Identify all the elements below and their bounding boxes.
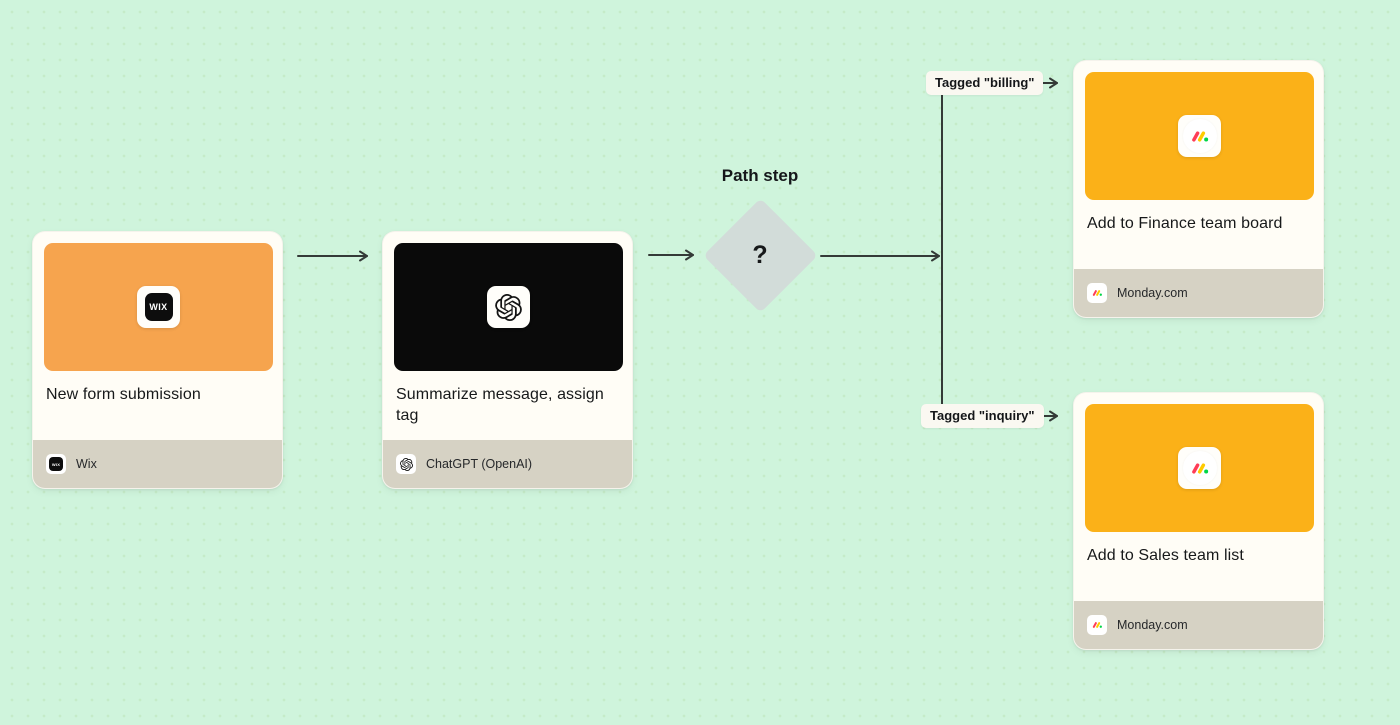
app-name: Monday.com [1117, 286, 1188, 300]
app-name: ChatGPT (OpenAI) [426, 457, 533, 471]
app-name: Monday.com [1117, 618, 1188, 632]
node-footer: ChatGPT (OpenAI) [383, 440, 632, 488]
monday-logo-icon [1178, 447, 1221, 489]
path-step-node[interactable]: ? [702, 197, 818, 313]
node-footer: WIX Wix [33, 440, 282, 488]
node-image-wix: WIX [44, 243, 273, 371]
node-image-monday-sales [1085, 404, 1314, 532]
openai-logo-icon-small [396, 454, 416, 474]
wix-logo-text: WIX [149, 302, 168, 312]
node-image-monday-finance [1085, 72, 1314, 200]
monday-logo-icon [1178, 115, 1221, 157]
monday-logo-icon-small [1087, 283, 1107, 303]
app-name: Wix [76, 457, 97, 471]
node-title: Summarize message, assign tag [396, 386, 604, 424]
node-title: Add to Sales team list [1087, 547, 1244, 564]
path-step-title: Path step [721, 166, 799, 185]
wix-logo-icon: WIX [137, 286, 180, 328]
node-image-chatgpt [394, 243, 623, 371]
path-step-question-mark: ? [752, 240, 768, 269]
branch-label-billing[interactable]: Tagged "billing" [926, 71, 1044, 95]
node-footer: Monday.com [1074, 601, 1323, 649]
monday-logo-icon-small [1087, 615, 1107, 635]
node-title: New form submission [46, 386, 201, 403]
branch-label-inquiry[interactable]: Tagged "inquiry" [921, 404, 1044, 428]
node-monday-finance[interactable]: Add to Finance team board Monday.com [1073, 60, 1324, 318]
node-monday-sales[interactable]: Add to Sales team list Monday.com [1073, 392, 1324, 650]
node-chatgpt-action[interactable]: Summarize message, assign tag ChatGPT (O… [382, 231, 633, 489]
openai-logo-icon [487, 286, 530, 328]
node-title: Add to Finance team board [1087, 215, 1283, 232]
node-footer: Monday.com [1074, 269, 1323, 317]
wix-logo-icon-small: WIX [46, 454, 66, 474]
node-wix-trigger[interactable]: WIX New form submission WIX Wix [32, 231, 283, 489]
